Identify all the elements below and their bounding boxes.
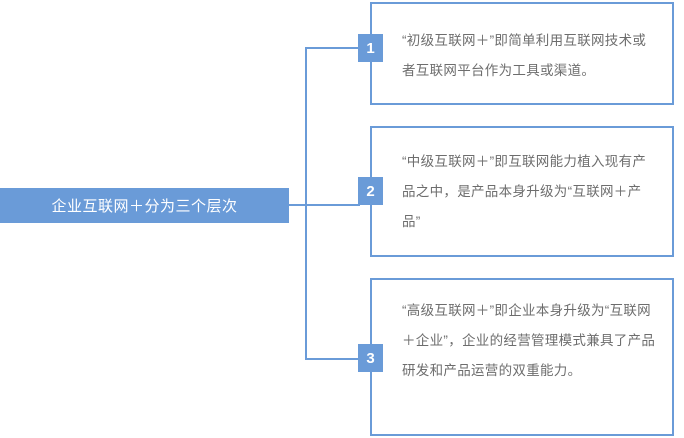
branch-text-2: “中级互联网＋”即互联网能力植入现有产品之中，是产品本身升级为“互联网＋产品” — [402, 153, 647, 229]
branch-badge-2-number: 2 — [366, 182, 375, 200]
branch-text-1: “初级互联网＋”即简单利用互联网技术或者互联网平台作为工具或渠道。 — [402, 32, 647, 78]
connector-branch-1 — [305, 47, 360, 49]
branch-badge-1: 1 — [358, 34, 383, 62]
branch-box-2[interactable]: “中级互联网＋”即互联网能力植入现有产品之中，是产品本身升级为“互联网＋产品” — [370, 126, 674, 257]
connector-trunk-stub — [289, 204, 307, 206]
branch-badge-1-number: 1 — [366, 39, 375, 57]
branch-box-1[interactable]: “初级互联网＋”即简单利用互联网技术或者互联网平台作为工具或渠道。 — [370, 2, 674, 105]
branch-badge-3-number: 3 — [366, 349, 375, 367]
connector-branch-3 — [305, 358, 360, 360]
branch-text-3: “高级互联网＋”即企业本身升级为“互联网＋企业”，企业的经营管理模式兼具了产品研… — [402, 303, 656, 378]
branch-badge-3: 3 — [358, 344, 383, 372]
root-node-label: 企业互联网＋分为三个层次 — [51, 198, 238, 215]
branch-badge-2: 2 — [358, 177, 383, 205]
branch-box-3[interactable]: “高级互联网＋”即企业本身升级为“互联网＋企业”，企业的经营管理模式兼具了产品研… — [370, 278, 674, 436]
connector-branch-2 — [305, 204, 360, 206]
root-node[interactable]: 企业互联网＋分为三个层次 — [0, 188, 289, 223]
connector-trunk-spine — [305, 47, 307, 360]
